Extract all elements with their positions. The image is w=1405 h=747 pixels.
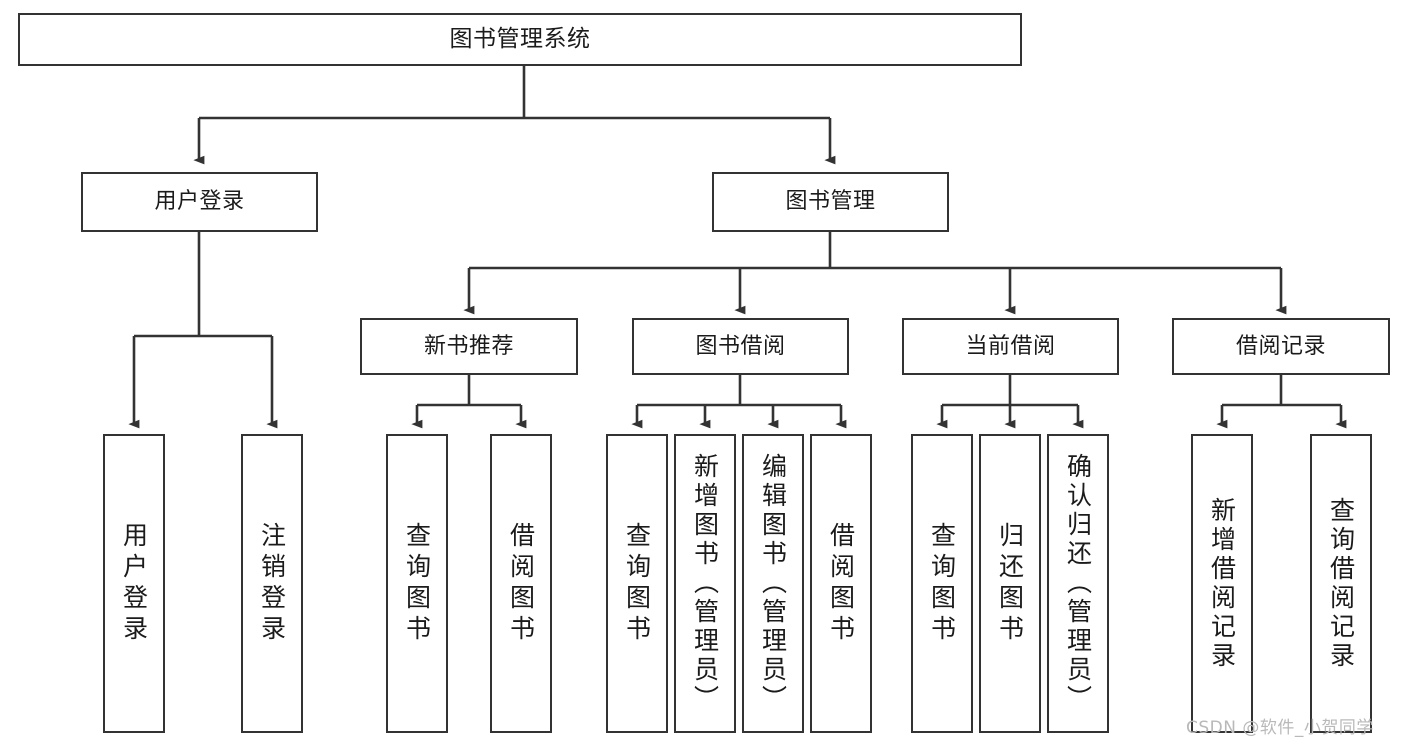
node-leaf-add-borrow-record[interactable]: 新增借阅记录	[1191, 434, 1253, 733]
csdn-watermark: CSDN @软件_小贺同学	[1186, 718, 1374, 738]
node-leaf-borrow-book-recommend[interactable]: 借阅图书	[490, 434, 552, 733]
node-leaf-query-book-current[interactable]: 查询图书	[911, 434, 973, 733]
node-label: 借阅记录	[1235, 333, 1326, 359]
node-borrow-record[interactable]: 借阅记录	[1172, 318, 1390, 375]
node-root-book-management-system[interactable]: 图书管理系统	[18, 13, 1022, 66]
node-leaf-user-login[interactable]: 用户登录	[103, 434, 165, 733]
node-book-management[interactable]: 图书管理	[712, 172, 949, 232]
node-user-login[interactable]: 用户登录	[81, 172, 318, 232]
node-label: 借阅图书	[826, 521, 856, 646]
node-leaf-borrow-book[interactable]: 借阅图书	[810, 434, 872, 733]
node-label: 新增图书（管理员）	[690, 453, 720, 714]
node-label: 用户登录	[119, 521, 149, 646]
node-label: 当前借阅	[965, 333, 1056, 359]
node-label: 确认归还（管理员）	[1063, 453, 1093, 714]
node-current-borrow[interactable]: 当前借阅	[902, 318, 1119, 375]
node-leaf-confirm-return-admin[interactable]: 确认归还（管理员）	[1047, 434, 1109, 733]
node-label: 新增借阅记录	[1207, 496, 1237, 671]
node-label: 编辑图书（管理员）	[758, 453, 788, 714]
node-label: 查询图书	[927, 521, 957, 646]
node-label: 借阅图书	[506, 521, 536, 646]
node-leaf-query-book-borrow[interactable]: 查询图书	[606, 434, 668, 733]
node-label: 查询借阅记录	[1326, 496, 1356, 671]
node-leaf-edit-book-admin[interactable]: 编辑图书（管理员）	[742, 434, 804, 733]
node-label: 归还图书	[995, 521, 1025, 646]
node-label: 查询图书	[622, 521, 652, 646]
node-label: 图书管理	[785, 189, 876, 215]
node-leaf-logout[interactable]: 注销登录	[241, 434, 303, 733]
node-label: 新书推荐	[423, 333, 514, 359]
node-leaf-return-book[interactable]: 归还图书	[979, 434, 1041, 733]
node-new-book-recommend[interactable]: 新书推荐	[360, 318, 578, 375]
node-label: 注销登录	[257, 521, 287, 646]
node-label: 图书借阅	[695, 333, 786, 359]
node-label: 查询图书	[402, 521, 432, 646]
node-leaf-query-borrow-record[interactable]: 查询借阅记录	[1310, 434, 1372, 733]
node-label: 用户登录	[154, 189, 245, 215]
node-leaf-add-book-admin[interactable]: 新增图书（管理员）	[674, 434, 736, 733]
node-leaf-query-book-recommend[interactable]: 查询图书	[386, 434, 448, 733]
node-book-borrow[interactable]: 图书借阅	[632, 318, 849, 375]
node-label: 图书管理系统	[449, 25, 591, 52]
